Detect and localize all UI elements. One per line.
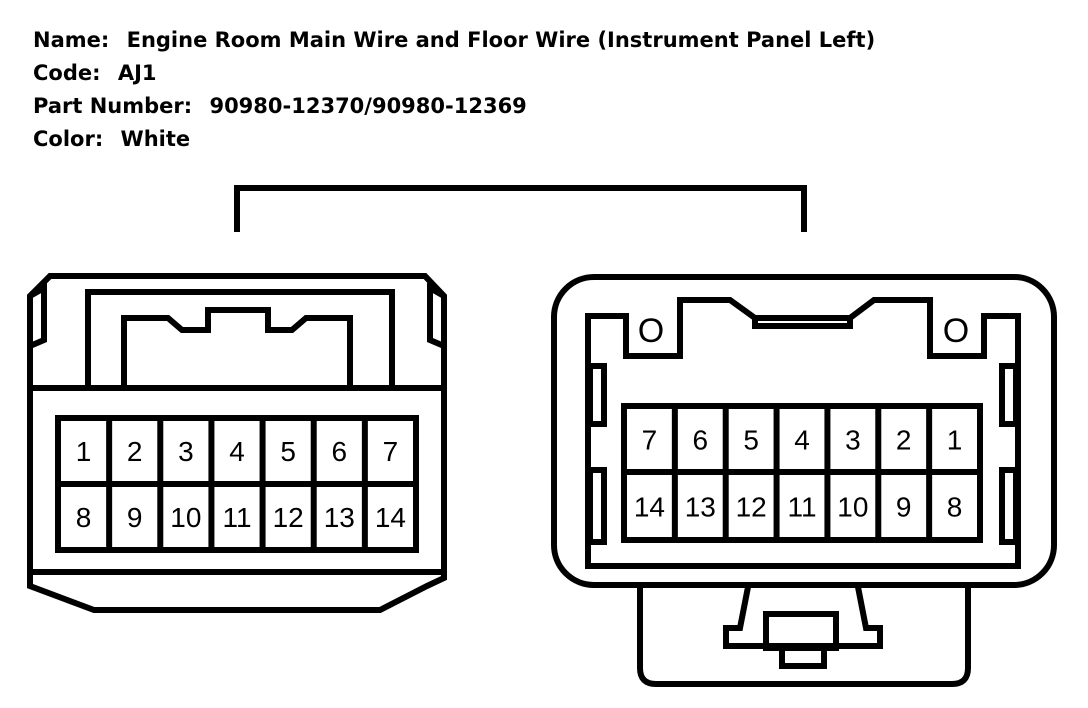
code-label: Code: — [33, 61, 101, 85]
right-pin-2: 2 — [896, 425, 912, 456]
right-pin-11: 11 — [787, 492, 816, 523]
code-row: Code: AJ1 — [33, 57, 875, 90]
code-value: AJ1 — [117, 61, 157, 85]
part-number-label: Part Number: — [33, 94, 193, 118]
color-row: Color: White — [33, 123, 875, 156]
right-pin-6: 6 — [692, 425, 708, 456]
right-pin-4: 4 — [794, 425, 810, 456]
right-pin-3: 3 — [845, 425, 861, 456]
left-pin-1: 1 — [76, 436, 92, 467]
connector-info: Name: Engine Room Main Wire and Floor Wi… — [33, 24, 875, 156]
name-label: Name: — [33, 28, 110, 52]
left-pin-10: 10 — [170, 502, 201, 533]
mating-bracket — [234, 185, 807, 232]
left-pin-2: 2 — [127, 436, 143, 467]
right-connector-latch — [637, 587, 971, 687]
left-connector-lock-frame — [85, 289, 395, 388]
right-pin-10: 10 — [837, 492, 868, 523]
right-pin-dividers — [671, 406, 933, 540]
right-pin-14: 14 — [634, 492, 665, 523]
color-label: Color: — [33, 127, 104, 151]
right-pin-5: 5 — [743, 425, 759, 456]
left-pin-7: 7 — [383, 436, 399, 467]
part-number-row: Part Number: 90980-12370/90980-12369 — [33, 90, 875, 123]
left-pin-6: 6 — [331, 436, 347, 467]
left-pin-dividers — [106, 418, 368, 550]
right-pin-12: 12 — [736, 492, 767, 523]
left-pin-11: 11 — [222, 502, 251, 533]
left-pin-3: 3 — [178, 436, 194, 467]
color-value: White — [120, 127, 191, 151]
right-pin-1: 1 — [947, 425, 963, 456]
right-pin-13: 13 — [685, 492, 716, 523]
right-connector: 7 6 5 4 3 2 1 14 13 12 11 10 9 8 O O — [551, 274, 1057, 687]
left-pin-9: 9 — [127, 502, 143, 533]
right-connector-side-slot-right-lower — [999, 467, 1019, 545]
right-polarity-mark-left: O — [638, 312, 664, 350]
left-pin-13: 13 — [324, 502, 355, 533]
right-connector-side-slot-left-upper — [587, 363, 607, 427]
left-pin-5: 5 — [280, 436, 296, 467]
right-pin-7: 7 — [642, 425, 658, 456]
right-pin-labels: 7 6 5 4 3 2 1 14 13 12 11 10 9 8 — [634, 425, 963, 523]
right-connector-body — [551, 274, 1057, 588]
left-connector-inner-frame — [121, 307, 353, 388]
right-pin-9: 9 — [896, 492, 912, 523]
right-polarity-mark-right: O — [943, 312, 969, 350]
part-number-value: 90980-12370/90980-12369 — [209, 94, 527, 118]
right-connector-latch-foot — [779, 643, 827, 669]
left-pin-12: 12 — [273, 502, 304, 533]
right-connector-side-slot-left-lower — [587, 467, 607, 545]
right-connector-cavity — [585, 297, 1021, 569]
left-pin-8: 8 — [76, 502, 92, 533]
left-connector-body — [27, 273, 447, 613]
right-connector-side-slot-right-upper — [999, 363, 1019, 427]
right-pin-8: 8 — [947, 492, 963, 523]
left-pin-4: 4 — [229, 436, 245, 467]
left-connector-side-notch-left — [28, 282, 47, 349]
name-value: Engine Room Main Wire and Floor Wire (In… — [126, 28, 876, 52]
right-connector-latch-tab — [763, 611, 839, 651]
name-row: Name: Engine Room Main Wire and Floor Wi… — [33, 24, 875, 57]
left-connector-side-notch-right — [427, 282, 446, 349]
right-connector-key-slot — [752, 318, 853, 329]
left-pin-14: 14 — [375, 502, 406, 533]
